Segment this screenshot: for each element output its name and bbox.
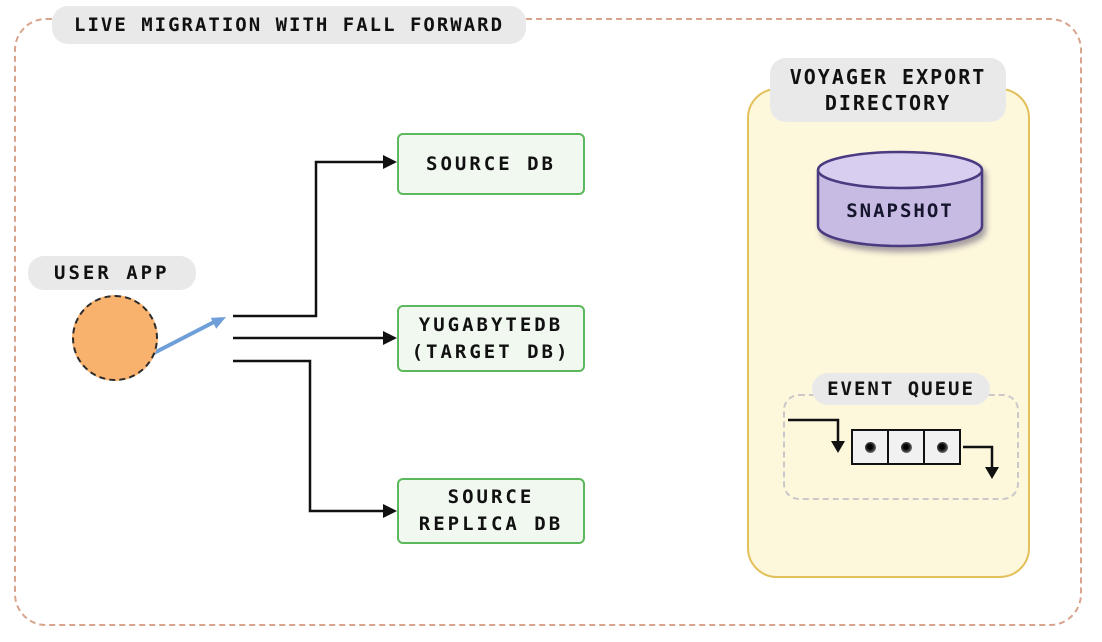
source-replica-db-label-line2: REPLICA DB — [418, 513, 564, 535]
diagram-dashed-border — [14, 18, 1082, 626]
queue-item-dot-icon — [900, 441, 912, 453]
user-app-label: USER APP — [28, 256, 196, 290]
snapshot-label: SNAPSHOT — [846, 200, 954, 222]
voyager-label-line2: DIRECTORY — [824, 91, 952, 115]
queue-cell — [923, 429, 961, 465]
queue-cell — [851, 429, 889, 465]
snapshot-cylinder: SNAPSHOT — [815, 150, 985, 250]
user-app-circle — [72, 295, 158, 381]
source-replica-db-label-line1: SOURCE — [447, 486, 535, 508]
source-db-box: SOURCE DB — [397, 133, 585, 195]
voyager-export-directory-label: VOYAGER EXPORT DIRECTORY — [770, 58, 1006, 122]
source-db-label: SOURCE DB — [426, 152, 556, 175]
event-queue-label: EVENT QUEUE — [812, 373, 990, 405]
event-queue-cells — [851, 429, 961, 465]
voyager-label-line1: VOYAGER EXPORT — [789, 65, 987, 89]
database-cylinder-icon — [816, 150, 984, 248]
queue-item-dot-icon — [864, 441, 876, 453]
target-db-label-line1: YUGABYTEDB — [418, 313, 564, 336]
target-db-label-line2: (TARGET DB) — [411, 340, 571, 363]
target-db-box: YUGABYTEDB (TARGET DB) — [397, 305, 585, 372]
source-replica-db-box: SOURCE REPLICA DB — [397, 478, 585, 544]
queue-item-dot-icon — [936, 441, 948, 453]
queue-cell — [887, 429, 925, 465]
diagram-title: LIVE MIGRATION WITH FALL FORWARD — [52, 6, 527, 44]
